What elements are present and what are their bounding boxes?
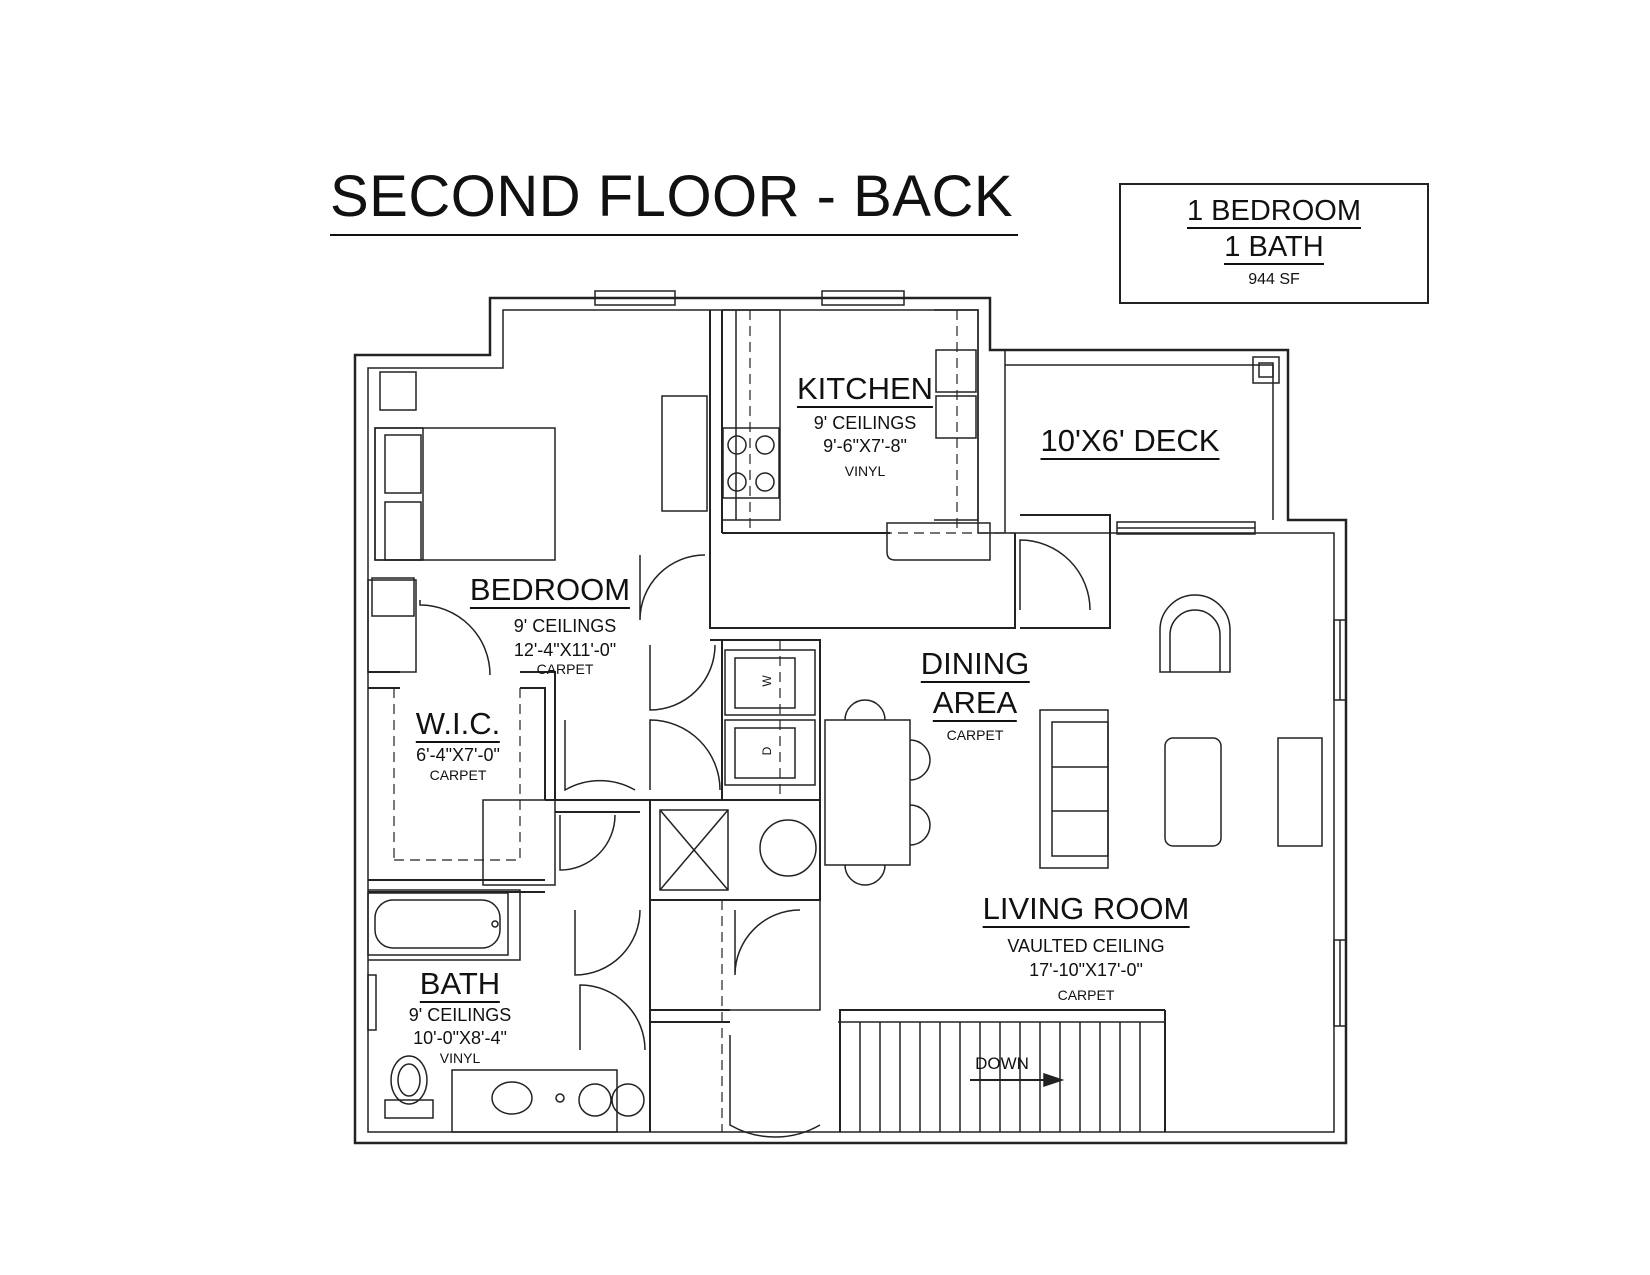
- living-ceiling: VAULTED CEILING: [1007, 936, 1165, 956]
- doors: [419, 539, 1091, 1138]
- living-size: 17'-10"X17'-0": [1029, 960, 1143, 980]
- wic-floor: CARPET: [429, 767, 487, 783]
- washer-label: W: [760, 675, 774, 687]
- bedroom-floor: CARPET: [536, 661, 594, 677]
- bedroom-label: BEDROOM: [469, 572, 631, 609]
- kitchen-label: KITCHEN: [796, 371, 934, 408]
- mechanical: [659, 809, 817, 891]
- interior-walls: [368, 310, 1166, 1132]
- dining-set: [824, 699, 931, 886]
- dining-floor: CARPET: [946, 727, 1004, 743]
- unit-info-box: 1 BEDROOM 1 BATH 944 SF: [1119, 183, 1429, 304]
- bath-label: BATH: [419, 966, 501, 1003]
- living-floor: CARPET: [1057, 987, 1115, 1003]
- dining-label-line2: AREA: [932, 685, 1018, 722]
- bedroom-count: 1 BEDROOM: [1186, 195, 1362, 229]
- deck-label: 10'X6' DECK: [1040, 423, 1220, 460]
- living-room-label: LIVING ROOM: [982, 891, 1190, 928]
- bedroom-size: 12'-4"X11'-0": [513, 640, 617, 660]
- bath-floor: VINYL: [439, 1050, 481, 1066]
- wic-label: W.I.C.: [415, 706, 501, 743]
- bath-count: 1 BATH: [1224, 231, 1324, 265]
- bath-ceiling: 9' CEILINGS: [408, 1005, 512, 1025]
- bedroom-furniture: [367, 371, 708, 673]
- kitchen-ceiling: 9' CEILINGS: [813, 413, 917, 433]
- kitchen-size: 9'-6"X7'-8": [823, 436, 907, 456]
- title-underline: [330, 234, 1018, 236]
- bedroom-ceiling: 9' CEILINGS: [513, 616, 617, 636]
- deck: [1004, 349, 1289, 533]
- square-footage: 944 SF: [1248, 271, 1300, 288]
- washer-dryer: [724, 649, 816, 786]
- dryer-label: D: [760, 746, 774, 756]
- stairs-down-label: DOWN: [975, 1054, 1029, 1073]
- stairs: [838, 1021, 1165, 1132]
- bath-fixtures: [367, 892, 645, 1133]
- living-furniture: [1039, 594, 1323, 869]
- dining-label-line1: DINING: [920, 646, 1030, 683]
- bath-size: 10'-0"X8'-4": [413, 1028, 507, 1048]
- side-windows: [367, 619, 1347, 1031]
- wic-size: 6'-4"X7'-0": [416, 745, 500, 765]
- kitchen-floor: VINYL: [844, 463, 886, 479]
- top-windows: [594, 290, 1256, 535]
- page-title: SECOND FLOOR - BACK: [330, 164, 1014, 229]
- kitchen-counters: [722, 309, 991, 561]
